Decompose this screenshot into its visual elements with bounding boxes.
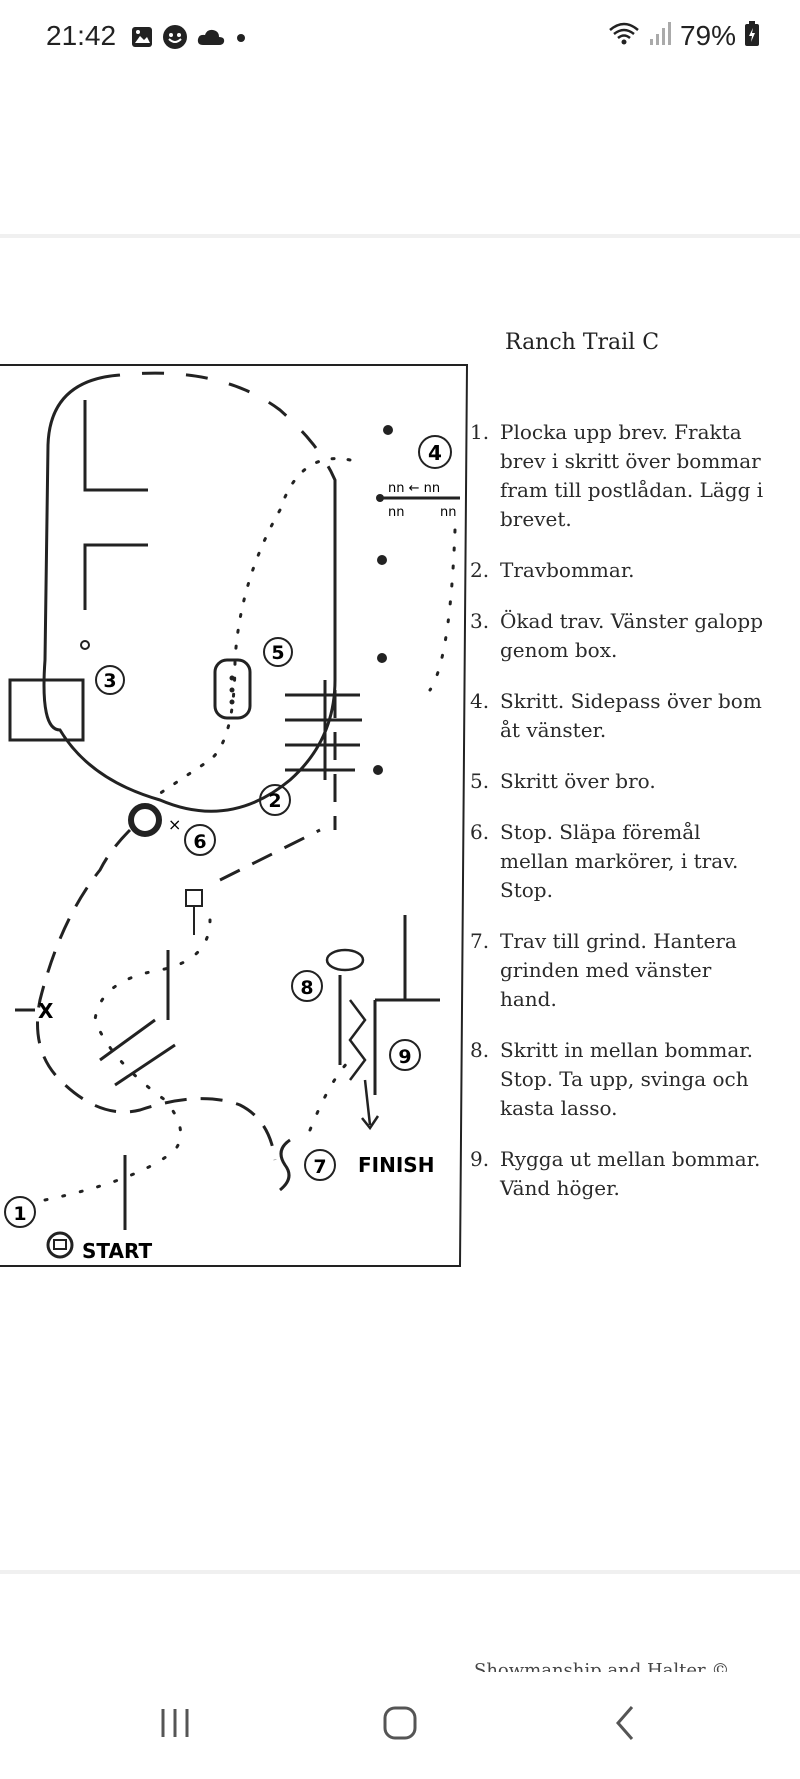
navigation-bar — [0, 1680, 800, 1779]
recents-icon — [155, 1705, 195, 1745]
top-divider — [0, 234, 800, 238]
home-icon — [380, 1703, 420, 1747]
svg-text:nn: nn — [388, 505, 404, 520]
x-marker-label: X — [38, 999, 54, 1023]
home-button[interactable] — [355, 1680, 445, 1770]
station-7-label: 7 — [313, 1156, 326, 1178]
instruction-item: 7. Trav till grind. Hantera grinden med … — [470, 929, 737, 1011]
svg-text:nn ← nn: nn ← nn — [388, 481, 440, 496]
start-label: START — [82, 1239, 152, 1263]
station-3-label: 3 — [103, 670, 116, 692]
wifi-icon — [608, 21, 640, 51]
status-bar: 21:42 79% — [0, 0, 800, 76]
station-8-label: 8 — [300, 977, 313, 999]
back-icon — [610, 1703, 640, 1747]
station-5-label: 5 — [271, 642, 284, 664]
instruction-item: 5. Skritt över bro. — [470, 769, 656, 793]
station-6-label: 6 — [193, 831, 206, 853]
station-4-label: 4 — [428, 441, 442, 465]
back-button[interactable] — [580, 1680, 670, 1770]
svg-text:×: × — [168, 815, 181, 834]
instruction-item: 8. Skritt in mellan bommar. Stop. Ta upp… — [470, 1038, 754, 1120]
instruction-item: 3. Ökad trav. Vänster galopp genom box. — [470, 609, 763, 662]
instruction-item: 2. Travbommar. — [470, 558, 635, 582]
finish-label: FINISH — [358, 1153, 434, 1177]
dot-icon — [234, 30, 248, 49]
bottom-divider — [0, 1570, 800, 1574]
notification-icons — [130, 24, 248, 54]
status-time: 21:42 — [46, 20, 117, 51]
signal-icon — [648, 21, 672, 51]
station-1-label: 1 — [13, 1203, 26, 1225]
recents-button[interactable] — [130, 1680, 220, 1770]
battery-percent: 79% — [679, 20, 736, 51]
cloud-icon — [196, 27, 226, 51]
station-2-label: 2 — [268, 790, 281, 812]
station-9-label: 9 — [398, 1046, 411, 1068]
instruction-item: 1. Plocka upp brev. Frakta brev i skritt… — [470, 420, 764, 531]
footer-partial-text: Showmanship and Halter © — [474, 1660, 730, 1672]
trail-course-diagram: 3 5 2 4 nn ← nn nn nn × 6 X 1 START — [0, 364, 469, 1267]
instruction-item: 4. Skritt. Sidepass över bom åt vänster. — [470, 689, 762, 742]
svg-text:nn: nn — [440, 505, 456, 520]
status-right: 79% — [608, 20, 760, 52]
document-page — [0, 240, 800, 1570]
battery-icon — [744, 21, 760, 51]
instruction-item: 9. Rygga ut mellan bommar. Vänd höger. — [470, 1147, 761, 1200]
instruction-list: 1. Plocka upp brev. Frakta brev i skritt… — [470, 418, 770, 1203]
instruction-item: 6. Stop. Släpa föremål mellan markörer, … — [470, 820, 739, 902]
face-icon — [162, 24, 188, 54]
gallery-icon — [130, 25, 154, 53]
document-title: Ranch Trail C — [505, 330, 660, 355]
